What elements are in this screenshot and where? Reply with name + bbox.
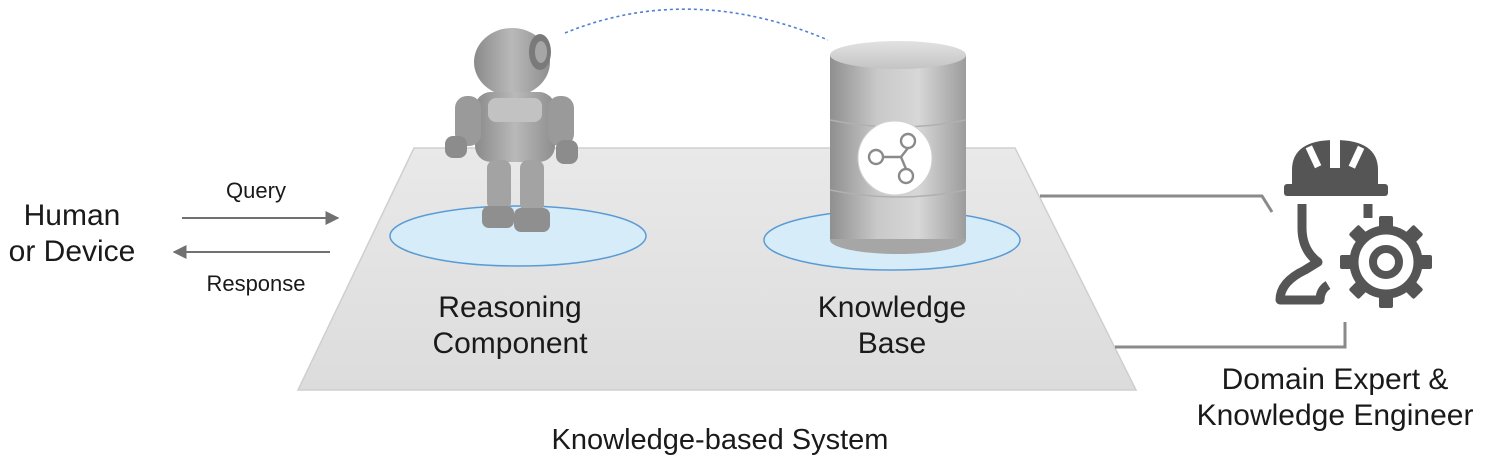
database-cylinder-icon <box>829 41 967 254</box>
query-label: Query <box>226 178 286 203</box>
kb-label-line1: Knowledge <box>817 291 967 324</box>
kb-label-line2: Base <box>857 327 927 360</box>
actor-label-line2: or Device <box>8 235 136 268</box>
reasoning-label-line2: Component <box>432 327 588 360</box>
domain-expert-label: Domain Expert & Knowledge Engineer <box>1176 362 1494 434</box>
reasoning-pad <box>389 205 647 267</box>
reasoning-component-label: Reasoning Component <box>400 290 620 362</box>
connector-top <box>1040 194 1274 213</box>
engineer-with-gear-icon <box>1275 138 1432 308</box>
actor-label: Human or Device <box>0 198 144 270</box>
actor-label-line1: Human <box>23 199 121 232</box>
knowledge-graph-icon <box>857 120 933 196</box>
expert-label-line2: Knowledge Engineer <box>1196 399 1474 432</box>
link-arc <box>564 8 829 41</box>
expert-label-line1: Domain Expert & <box>1221 363 1449 396</box>
response-label: Response <box>206 271 306 296</box>
robot-icon <box>445 28 578 232</box>
knowledge-base-label: Knowledge Base <box>782 290 1002 362</box>
reasoning-label-line1: Reasoning <box>438 291 582 324</box>
system-caption: Knowledge-based System <box>551 424 889 456</box>
connector-bottom <box>1115 322 1347 349</box>
